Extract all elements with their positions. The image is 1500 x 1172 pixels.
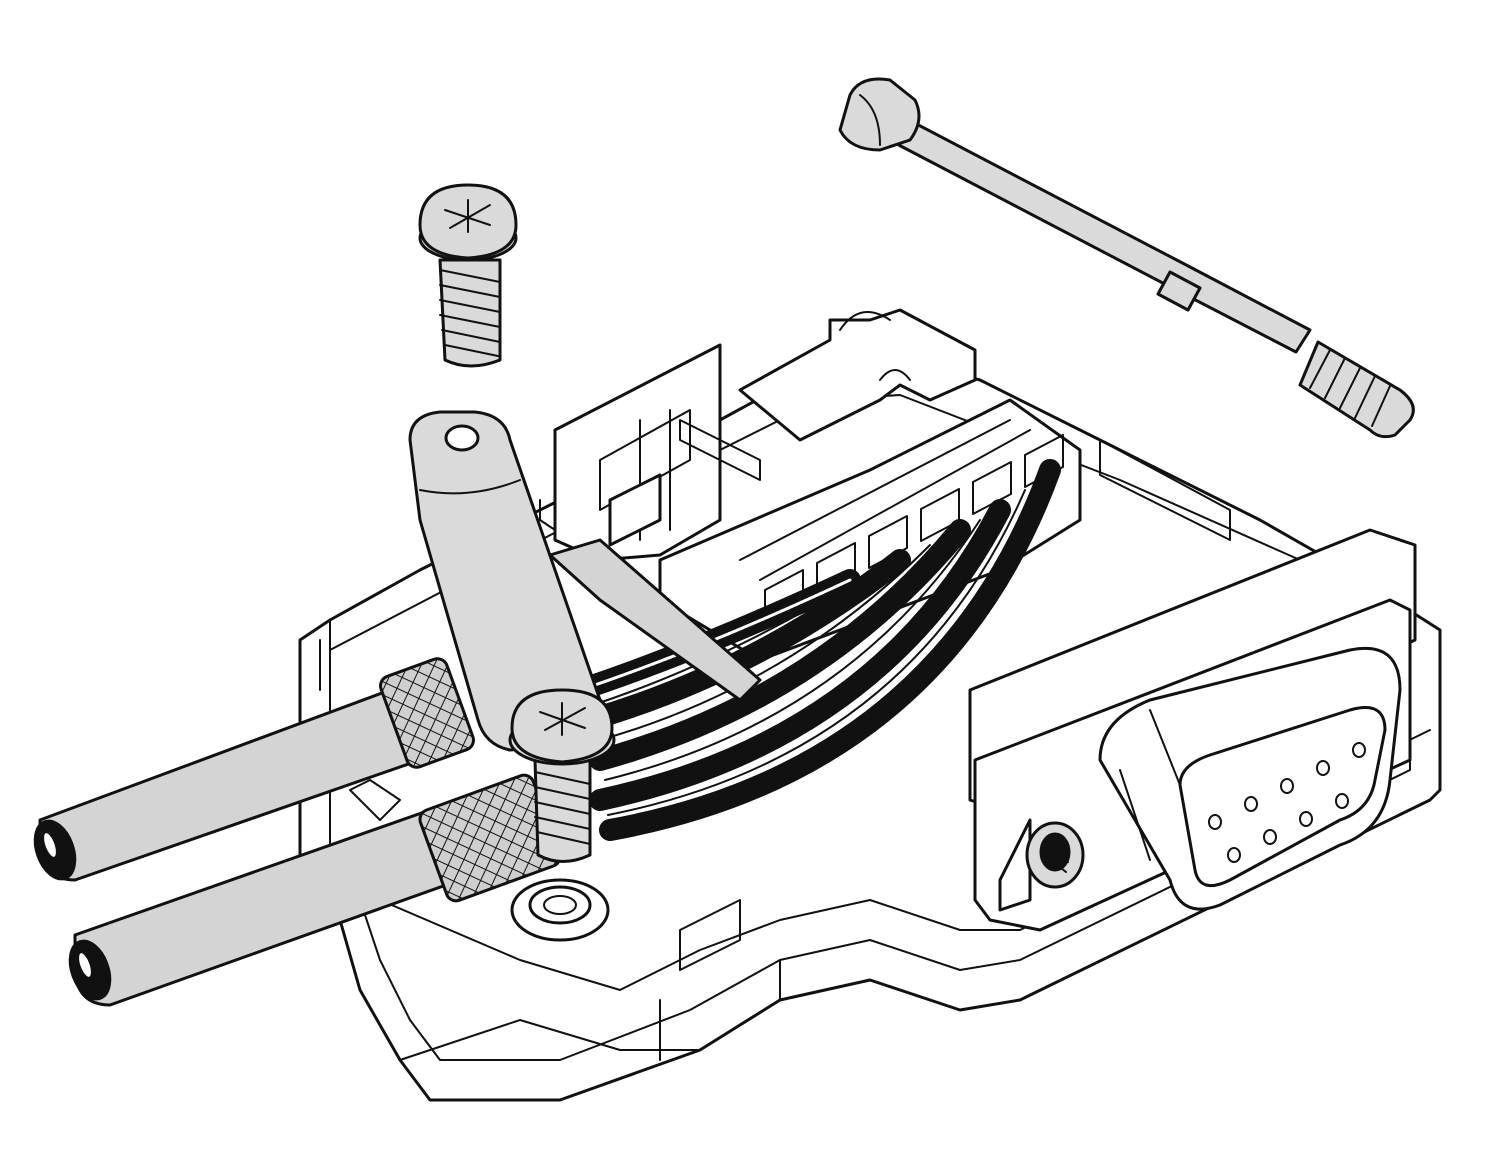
terminal-slot bbox=[972, 461, 1012, 515]
dsub-pin bbox=[1352, 742, 1366, 758]
dsub-pin bbox=[1227, 847, 1241, 863]
cable-upper bbox=[33, 657, 475, 882]
cable-lower bbox=[68, 773, 562, 1007]
dsub-pin bbox=[1335, 793, 1349, 809]
long-mounting-screw bbox=[838, 77, 1415, 439]
clamp-screw bbox=[508, 688, 616, 863]
dsub-pin bbox=[1316, 760, 1330, 776]
small-screw-loose bbox=[418, 183, 518, 368]
dsub-pin bbox=[1280, 778, 1294, 794]
terminal-slot bbox=[1024, 434, 1064, 488]
dsub-pin bbox=[1208, 814, 1222, 830]
terminal-slot bbox=[868, 515, 908, 569]
connector-jackscrew bbox=[1025, 821, 1085, 889]
dsub-pin bbox=[1299, 811, 1313, 827]
strain-relief-clamp bbox=[408, 410, 762, 752]
dsub-pin bbox=[1244, 796, 1258, 812]
dsub-pin bbox=[1263, 829, 1277, 845]
